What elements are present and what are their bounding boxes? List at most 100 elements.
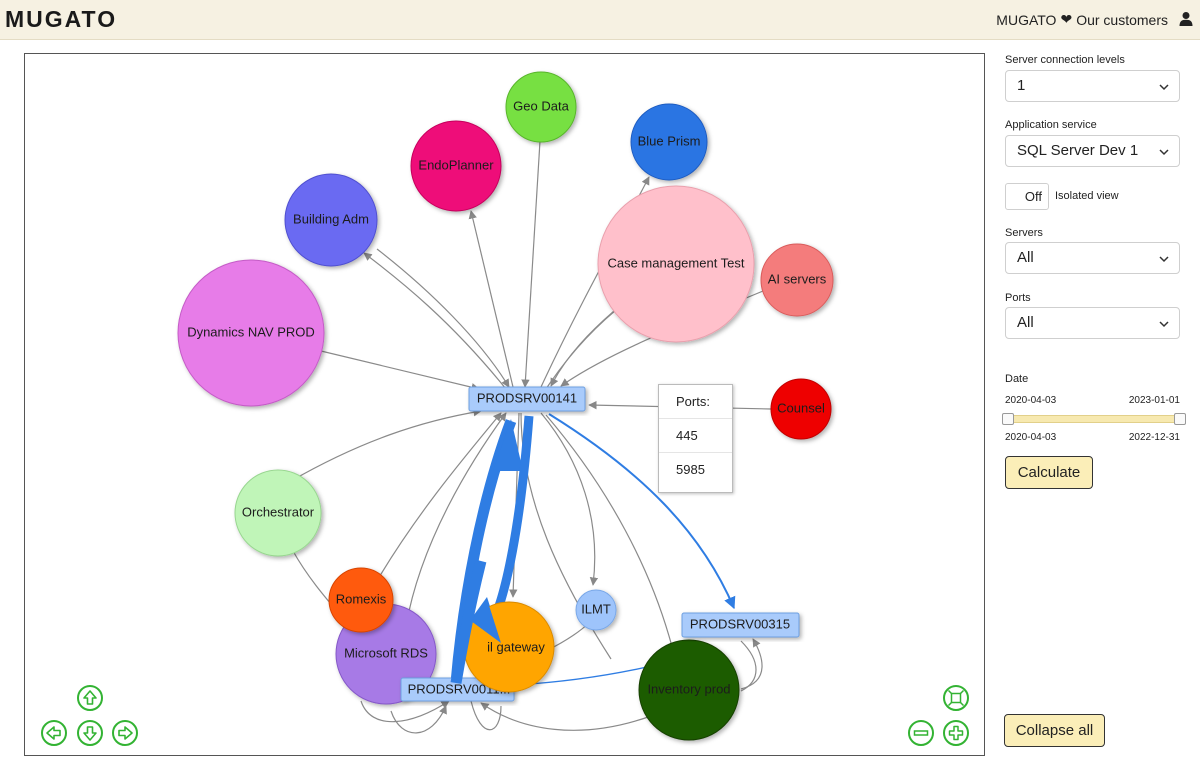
- isolated-view-label: Isolated view: [1055, 190, 1119, 202]
- ports-popup: Ports: 445 5985: [658, 384, 733, 493]
- brand-label: MUGATO: [996, 11, 1057, 28]
- server-prodsrv00315[interactable]: PRODSRV00315: [681, 612, 800, 638]
- connection-levels-label: Server connection levels: [1005, 54, 1125, 66]
- servers-label: Servers: [1005, 227, 1043, 239]
- edge: [363, 252, 507, 390]
- node-orchestrator[interactable]: Orchestrator: [234, 469, 322, 557]
- ports-label: Ports: [1005, 292, 1031, 304]
- port-value: 5985: [676, 462, 705, 477]
- svg-text:il gateway: il gateway: [487, 639, 545, 654]
- chevron-down-icon: [1159, 84, 1169, 91]
- svg-text:EndoPlanner: EndoPlanner: [418, 157, 494, 172]
- date-min: 2020-04-03: [1005, 395, 1057, 406]
- calculate-button[interactable]: Calculate: [1005, 456, 1093, 489]
- app-service-select[interactable]: SQL Server Dev 1: [1005, 135, 1180, 167]
- fit-screen-icon: [947, 689, 965, 707]
- arrow-right-icon: [118, 726, 133, 740]
- edge: [370, 412, 502, 592]
- edge: [376, 248, 510, 388]
- chevron-down-icon: [1159, 321, 1169, 328]
- pan-left-button[interactable]: [41, 720, 67, 746]
- date-from: 2020-04-03: [1005, 432, 1057, 443]
- minus-icon: [913, 730, 929, 736]
- date-to: 2022-12-31: [1128, 432, 1180, 443]
- date-slider-start-handle[interactable]: [1002, 413, 1014, 425]
- edge: [480, 702, 652, 731]
- arrow-down-icon: [83, 726, 97, 741]
- connection-levels-select[interactable]: 1: [1005, 70, 1180, 102]
- svg-text:Case management Test: Case management Test: [607, 255, 744, 270]
- node-inventory-prod[interactable]: Inventory prod: [638, 639, 740, 741]
- zoom-out-button[interactable]: [908, 720, 934, 746]
- svg-text:PRODSRV00315: PRODSRV00315: [690, 616, 790, 631]
- logo[interactable]: MUGATO: [5, 6, 118, 32]
- node-dynamics-nav[interactable]: Dynamics NAV PROD: [177, 259, 325, 407]
- arrow-left-icon: [46, 726, 61, 740]
- node-endoplanner[interactable]: EndoPlanner: [410, 120, 502, 212]
- node-ai-servers[interactable]: AI servers: [760, 243, 834, 317]
- edge: [740, 638, 763, 690]
- ports-value: All: [1017, 314, 1034, 331]
- date-label: Date: [1005, 373, 1029, 385]
- node-case-management[interactable]: Case management Test: [597, 185, 755, 343]
- network-graph[interactable]: Geo Data EndoPlanner Blue Prism Building…: [24, 53, 985, 756]
- edge: [548, 413, 736, 610]
- edge: [290, 408, 482, 482]
- user-icon[interactable]: [1178, 11, 1194, 27]
- graph-svg[interactable]: Geo Data EndoPlanner Blue Prism Building…: [25, 54, 985, 756]
- ports-select[interactable]: All: [1005, 307, 1180, 339]
- plus-icon: [948, 725, 964, 741]
- svg-text:PRODSRV00141: PRODSRV00141: [477, 390, 577, 405]
- servers-select[interactable]: All: [1005, 242, 1180, 274]
- svg-text:AI servers: AI servers: [768, 271, 827, 286]
- edge: [468, 210, 514, 388]
- date-range-slider[interactable]: [1005, 415, 1180, 423]
- edge: [521, 140, 541, 388]
- node-romexis[interactable]: Romexis: [328, 567, 394, 633]
- date-slider-end-handle[interactable]: [1174, 413, 1186, 425]
- svg-text:Orchestrator: Orchestrator: [242, 504, 315, 519]
- pan-up-button[interactable]: [77, 685, 103, 711]
- node-geo-data[interactable]: Geo Data: [505, 71, 577, 143]
- nodes-group[interactable]: Geo Data EndoPlanner Blue Prism Building…: [177, 71, 834, 741]
- edge: [550, 310, 615, 387]
- server-prodsrv00141[interactable]: PRODSRV00141: [468, 386, 586, 412]
- app-service-label: Application service: [1005, 119, 1097, 131]
- edge-arrow: [493, 419, 523, 471]
- ports-title: Ports:: [659, 385, 732, 419]
- customers-link[interactable]: Our customers: [1076, 11, 1168, 28]
- collapse-all-button[interactable]: Collapse all: [1004, 714, 1105, 747]
- node-building-adm[interactable]: Building Adm: [284, 173, 378, 267]
- svg-text:Blue Prism: Blue Prism: [638, 133, 701, 148]
- svg-text:ILMT: ILMT: [581, 601, 611, 616]
- edge-arrow: [471, 599, 501, 643]
- node-blue-prism[interactable]: Blue Prism: [630, 103, 708, 181]
- node-counsel[interactable]: Counsel: [770, 378, 832, 440]
- edge: [390, 705, 447, 734]
- edge: [470, 700, 502, 731]
- edge: [450, 559, 487, 684]
- svg-text:Building Adm: Building Adm: [293, 211, 369, 226]
- edge: [540, 412, 599, 586]
- pan-right-button[interactable]: [112, 720, 138, 746]
- heart-icon: ❤: [1060, 11, 1073, 27]
- edge: [545, 414, 672, 644]
- top-bar: MUGATO MUGATO ❤ Our customers: [0, 0, 1200, 40]
- svg-text:Dynamics NAV PROD: Dynamics NAV PROD: [187, 324, 315, 339]
- connection-levels-value: 1: [1017, 77, 1026, 94]
- edge: [405, 412, 507, 627]
- svg-text:Romexis: Romexis: [336, 591, 387, 606]
- servers-value: All: [1017, 249, 1034, 266]
- zoom-in-button[interactable]: [943, 720, 969, 746]
- isolated-view-toggle[interactable]: Off: [1005, 183, 1049, 210]
- top-nav: MUGATO ❤ Our customers: [996, 11, 1168, 28]
- edge: [320, 350, 480, 392]
- arrow-up-icon: [83, 690, 97, 705]
- node-ilmt[interactable]: ILMT: [575, 589, 617, 631]
- fit-view-button[interactable]: [943, 685, 969, 711]
- edge: [545, 302, 626, 390]
- svg-text:Microsoft RDS: Microsoft RDS: [344, 645, 428, 660]
- pan-down-button[interactable]: [77, 720, 103, 746]
- svg-text:Counsel: Counsel: [777, 400, 825, 415]
- chevron-down-icon: [1159, 256, 1169, 263]
